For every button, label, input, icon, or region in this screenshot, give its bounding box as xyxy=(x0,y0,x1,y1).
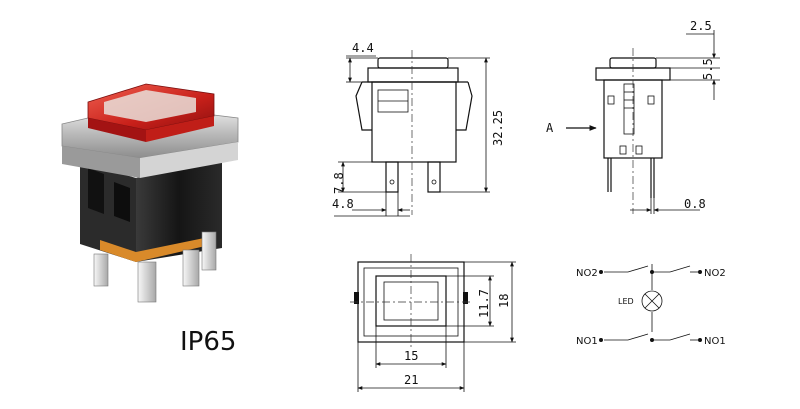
dim-cap-height: 2.5 xyxy=(690,19,712,33)
front-view-drawing xyxy=(334,50,490,217)
side-view-drawing xyxy=(566,30,720,214)
dim-terminal-height: 7.8 xyxy=(332,172,346,194)
circuit-diagram xyxy=(599,264,702,342)
product-label: IP65 xyxy=(180,327,236,357)
top-view-drawing xyxy=(350,254,516,392)
switch-photo xyxy=(61,83,239,303)
dim-window-width: 15 xyxy=(404,349,418,363)
view-arrow-label: A xyxy=(546,121,554,135)
circuit-label-right-bottom: NO1 xyxy=(704,336,726,347)
dim-cap-offset: 4.4 xyxy=(352,41,374,55)
dim-body-height: 18 xyxy=(497,294,511,308)
dim-cap-depth: 5.5 xyxy=(701,58,715,80)
circuit-label-right-top: NO2 xyxy=(704,268,726,279)
dim-terminal-thickness: 0.8 xyxy=(684,197,706,211)
circuit-label-left-top: NO2 xyxy=(576,268,598,279)
circuit-label-left-bottom: NO1 xyxy=(576,336,598,347)
circuit-label-led: LED xyxy=(618,297,634,306)
dim-body-width: 21 xyxy=(404,373,418,387)
dim-total-height: 32.25 xyxy=(491,110,505,146)
dim-terminal-width: 4.8 xyxy=(332,197,354,211)
dim-window-height: 11.7 xyxy=(477,289,491,318)
